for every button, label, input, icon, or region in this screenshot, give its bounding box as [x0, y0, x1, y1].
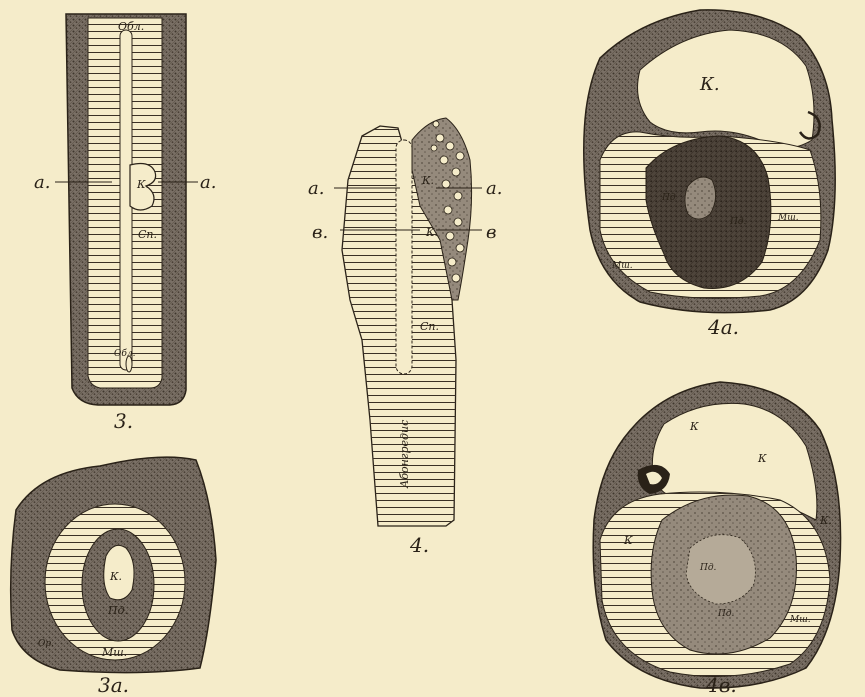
- fig3-caption: 3.: [114, 409, 133, 433]
- fig4b-label-inner2: Пд.: [717, 609, 735, 619]
- fig4-label-k1: К.: [421, 174, 434, 187]
- fig3-label-center: К.: [136, 178, 149, 191]
- fig4-label-left-b: в.: [312, 222, 328, 243]
- fig4b-caption: 4в.: [705, 673, 737, 697]
- fig4-label-right-b: в: [486, 222, 496, 243]
- fig3a-label-left: Ор.: [38, 639, 54, 649]
- fig3a-label-center: К.: [109, 570, 122, 583]
- fig3a-caption: 3а.: [98, 673, 129, 697]
- fig4b-label-right: Мш.: [789, 615, 811, 625]
- fig4a-label-right: Мш.: [777, 213, 799, 223]
- fig4a-caption: 4а.: [707, 315, 739, 339]
- fig3a-label-ring: Пд.: [107, 604, 128, 617]
- fig4-central-canal: [396, 140, 412, 374]
- fig4-label-k2: К.: [425, 226, 438, 239]
- fig4b-label-inner1: Пд.: [699, 563, 717, 573]
- fig4-label-left-a: a.: [308, 178, 324, 199]
- fig3-label-mid: Сп.: [138, 228, 157, 241]
- fig4a-label-left: Мш.: [611, 261, 633, 271]
- figure-3: Обл. a. a. К. Сп. Обл. 3.: [34, 14, 216, 433]
- fig4a-label-inner1: Пд: [661, 193, 676, 203]
- fig3a-label-outer: Мш.: [101, 646, 127, 659]
- figure-4b: К К К. К Мш. Пд. Пд. 4в.: [593, 382, 840, 697]
- fig3-label-bottom: Обл.: [114, 348, 136, 359]
- fig3-label-left: a.: [34, 172, 50, 193]
- fig4a-label-inner2: Пд.: [729, 217, 747, 227]
- fig4b-label-k4: К: [623, 534, 633, 547]
- fig4b-label-k1: К: [689, 420, 699, 433]
- fig3-label-top: Обл.: [118, 20, 144, 33]
- fig4-label-mid: Сп.: [420, 320, 439, 333]
- figure-4a: К. Мш. Мш. Пд Пд. 4а.: [584, 10, 835, 339]
- figure-3a: К. Пд. Мш. Ор. 3а.: [11, 457, 216, 697]
- fig4-label-vertical: Абонгредис: [398, 420, 411, 489]
- fig4b-label-k2: К: [757, 452, 767, 465]
- fig4-label-right-a: a.: [486, 178, 502, 199]
- fig3-label-right: a.: [200, 172, 216, 193]
- fig4a-label-top: К.: [699, 74, 720, 95]
- fig4b-label-k3: К.: [819, 514, 832, 527]
- figure-4: a. в. a. в К. К. Сп. Абонгредис 4.: [308, 118, 502, 557]
- fig4-caption: 4.: [409, 533, 429, 557]
